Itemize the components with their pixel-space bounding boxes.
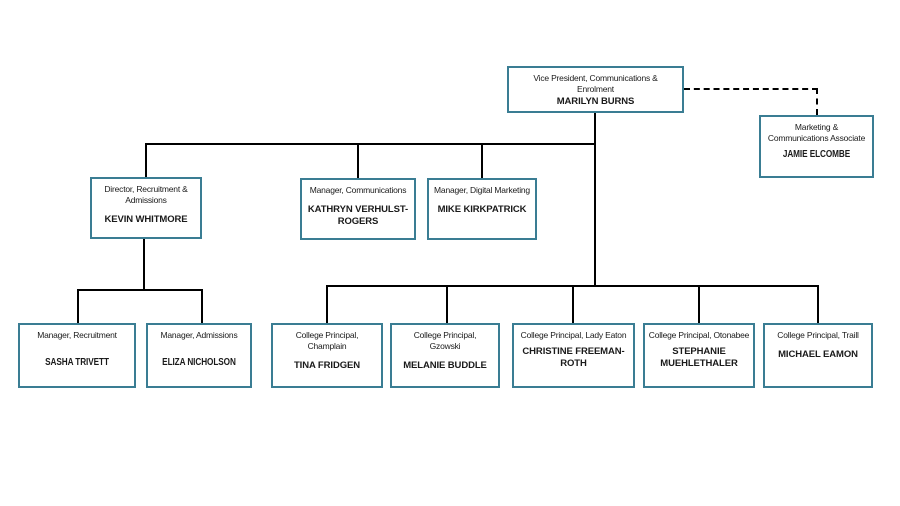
node-title: Manager, Recruitment <box>37 330 117 340</box>
node-name: MIKE KIRKPATRICK <box>437 204 527 215</box>
node-name: MICHAEL EAMON <box>778 349 858 360</box>
connector-recruitment-bus <box>77 289 203 291</box>
org-node-melanie: College Principal, Gzowski MELANIE BUDDL… <box>390 323 500 388</box>
connector-drop-tina <box>326 285 328 323</box>
node-name: ELIZA NICHOLSON <box>162 357 236 368</box>
org-node-mike: Manager, Digital Marketing MIKE KIRKPATR… <box>427 178 537 240</box>
connector-kevin-trunk <box>143 239 145 291</box>
org-node-michael: College Principal, Traill MICHAEL EAMON <box>763 323 873 388</box>
node-title: College Principal, Traill <box>777 330 859 340</box>
connector-drop-eliza <box>201 289 203 323</box>
connector-drop-sasha <box>77 289 79 323</box>
connector-drop-kathryn <box>357 143 359 178</box>
node-name: MELANIE BUDDLE <box>403 360 487 371</box>
connector-drop-melanie <box>446 285 448 323</box>
org-node-jamie: Marketing & Communications Associate JAM… <box>759 115 874 178</box>
node-title: Vice President, Communications & Enrolme… <box>533 73 658 94</box>
connector-drop-stephanie <box>698 285 700 323</box>
node-title: Manager, Admissions <box>160 330 238 340</box>
node-title: Director, Recruitment & Admissions <box>104 184 188 205</box>
node-title: College Principal, Gzowski <box>413 330 477 351</box>
org-node-kathryn: Manager, Communications KATHRYN VERHULST… <box>300 178 416 240</box>
node-name: SASHA TRIVETT <box>45 357 109 368</box>
connector-drop-christine <box>572 285 574 323</box>
org-node-sasha: Manager, Recruitment SASHA TRIVETT <box>18 323 136 388</box>
node-name: STEPHANIE MUEHLETHALER <box>660 346 738 369</box>
node-name: CHRISTINE FREEMAN- ROTH <box>522 346 625 369</box>
org-node-eliza: Manager, Admissions ELIZA NICHOLSON <box>146 323 252 388</box>
connector-drop-michael <box>817 285 819 323</box>
connector-vp-trunk <box>594 112 596 287</box>
node-title: College Principal, Otonabee <box>648 330 750 340</box>
node-name: TINA FRIDGEN <box>293 360 360 371</box>
connector-level2-bus <box>145 143 596 145</box>
node-name: KATHRYN VERHULST- ROGERS <box>307 204 409 227</box>
org-node-stephanie: College Principal, Otonabee STEPHANIE MU… <box>643 323 755 388</box>
node-name: JAMIE ELCOMBE <box>782 149 851 160</box>
node-title: Manager, Digital Marketing <box>434 185 530 195</box>
org-node-vp: Vice President, Communications & Enrolme… <box>507 66 684 113</box>
node-title: College Principal, Champlain <box>295 330 359 351</box>
node-title: College Principal, Lady Eaton <box>520 330 627 340</box>
node-title: Manager, Communications <box>309 185 407 195</box>
connector-drop-mike <box>481 143 483 178</box>
node-title: Marketing & Communications Associate <box>767 122 866 143</box>
org-node-kevin: Director, Recruitment & Admissions KEVIN… <box>90 177 202 239</box>
org-node-tina: College Principal, Champlain TINA FRIDGE… <box>271 323 383 388</box>
connector-drop-kevin <box>145 143 147 177</box>
node-name: MARILYN BURNS <box>556 96 635 107</box>
node-name: KEVIN WHITMORE <box>104 214 188 225</box>
org-node-christine: College Principal, Lady Eaton CHRISTINE … <box>512 323 635 388</box>
connector-dotted-vp-jamie-v <box>816 88 818 115</box>
connector-dotted-vp-jamie-h <box>684 88 818 90</box>
